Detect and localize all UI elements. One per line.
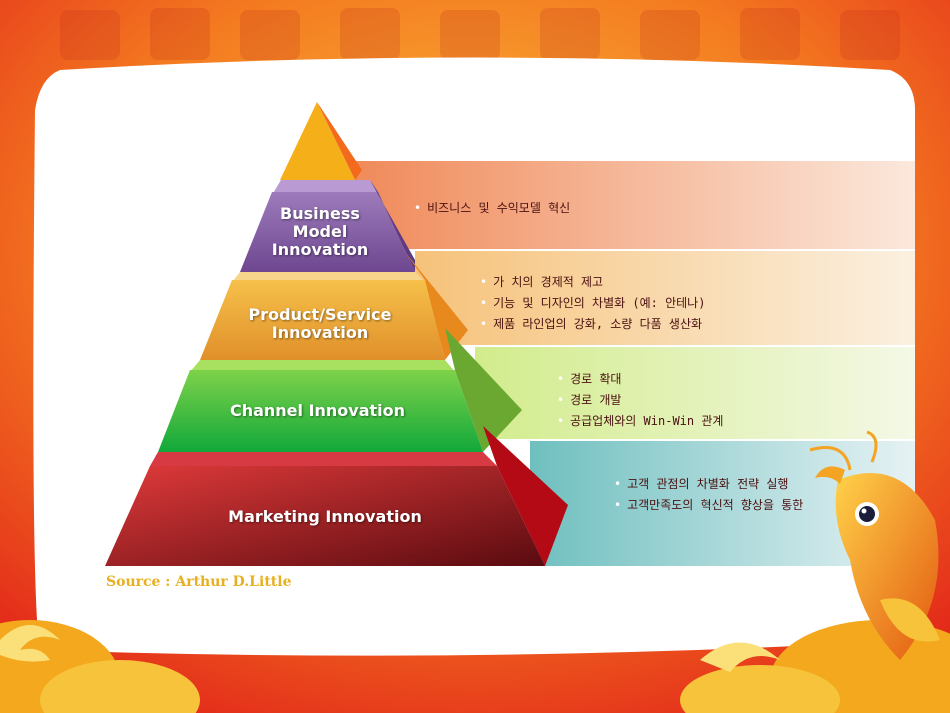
wave-ornament-left — [0, 620, 200, 713]
bullet-dot-icon: • — [557, 393, 565, 407]
label-marketing-innovation: Marketing Innovation — [195, 508, 455, 526]
list-item: •고객만족도의 혁신적 향상을 통한 — [614, 498, 804, 512]
band-channel — [475, 347, 915, 439]
list-item: •고객 관점의 차별화 전략 실행 — [614, 477, 789, 491]
label-line: Business — [280, 204, 360, 223]
bullet-dot-icon: • — [480, 296, 488, 310]
bullet-dot-icon: • — [414, 201, 422, 215]
list-item: •제품 라인업의 강화, 소량 다품 생산화 — [480, 317, 703, 331]
label-business-model-innovation: Business Model Innovation — [255, 205, 385, 259]
pyramid-level-business — [240, 180, 415, 272]
pyramid-level-channel — [158, 328, 522, 452]
label-line: Marketing Innovation — [228, 507, 422, 526]
pyramid-level-marketing — [105, 426, 568, 566]
bullet-dot-icon: • — [557, 372, 565, 386]
pyramid-level-product — [200, 252, 468, 360]
list-item: •가 치의 경제적 제고 — [480, 275, 604, 289]
list-item: •기능 및 디자인의 차별화 (예: 안테나) — [480, 296, 706, 310]
list-item: •비즈니스 및 수익모델 혁신 — [414, 201, 571, 215]
bullet-dot-icon: • — [614, 498, 622, 512]
bullet-dot-icon: • — [480, 317, 488, 331]
band-product — [415, 251, 915, 345]
bullet-dot-icon: • — [614, 477, 622, 491]
frame-ornament-pattern — [60, 8, 900, 60]
band-business — [355, 161, 915, 249]
pyramid-apex — [280, 102, 362, 180]
bullet-dot-icon: • — [480, 275, 488, 289]
source-citation: Source : Arthur D.Little — [106, 574, 292, 590]
label-line: Product/Service — [248, 305, 392, 324]
label-line: Channel Innovation — [229, 401, 406, 420]
bullets-product: •가 치의 경제적 제고 •기능 및 디자인의 차별화 (예: 안테나) •제품… — [480, 272, 705, 335]
label-product-service-innovation: Product/Service Innovation — [220, 306, 420, 342]
list-item: •경로 확대 — [557, 372, 622, 386]
label-line: Innovation — [271, 240, 369, 259]
bullets-business: •비즈니스 및 수익모델 혁신 — [414, 198, 570, 219]
bullets-channel: •경로 확대 •경로 개발 •공급업체와의 Win-Win 관계 — [557, 369, 723, 432]
list-item: •경로 개발 — [557, 393, 622, 407]
list-item: •공급업체와의 Win-Win 관계 — [557, 414, 724, 428]
label-channel-innovation: Channel Innovation — [200, 402, 435, 420]
label-line: Model — [292, 222, 348, 241]
bullets-marketing: •고객 관점의 차별화 전략 실행 •고객만족도의 혁신적 향상을 통한 — [614, 474, 803, 516]
goldfish-decoration — [809, 430, 940, 660]
bullet-dot-icon: • — [557, 414, 565, 428]
label-line: Innovation — [271, 323, 369, 342]
